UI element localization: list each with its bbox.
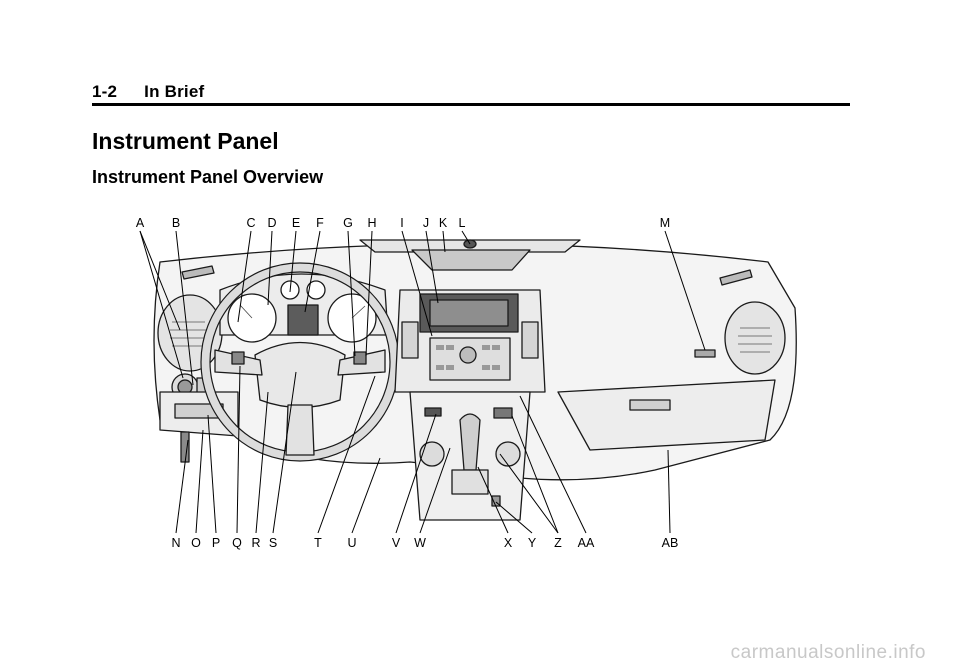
callout-x: X bbox=[504, 536, 513, 550]
callout-z: Z bbox=[554, 536, 562, 550]
subsection-title: Instrument Panel Overview bbox=[92, 167, 324, 187]
traction-switch bbox=[493, 407, 513, 419]
callout-g: G bbox=[343, 216, 353, 230]
callout-l: L bbox=[459, 216, 466, 230]
callout-r: R bbox=[251, 536, 260, 550]
left-wheel-controls bbox=[231, 351, 245, 365]
callout-leader-lines bbox=[139, 230, 706, 534]
callout-v: V bbox=[392, 536, 401, 550]
callout-o: O bbox=[191, 536, 201, 550]
steering-wheel bbox=[200, 262, 400, 462]
callout-y: Y bbox=[528, 536, 537, 550]
glove-box-handle bbox=[629, 399, 671, 411]
driver-info-center bbox=[287, 304, 319, 336]
steering-wheel-hub bbox=[254, 341, 346, 409]
callout-e: E bbox=[292, 216, 300, 230]
right-climate-knob bbox=[495, 441, 521, 467]
callout-m: M bbox=[660, 216, 670, 230]
shift-lever bbox=[459, 413, 481, 471]
callout-h: H bbox=[367, 216, 376, 230]
callout-i: I bbox=[400, 216, 403, 230]
callout-t: T bbox=[314, 536, 322, 550]
watermark: carmanualsonline.info bbox=[730, 642, 926, 663]
left-defrost-slot bbox=[181, 265, 215, 280]
center-left-vent bbox=[401, 321, 419, 359]
page-number: 1-2 bbox=[92, 82, 118, 101]
callout-d: D bbox=[267, 216, 276, 230]
airbag-status-indicator bbox=[694, 349, 716, 358]
right-defrost-slot bbox=[719, 269, 753, 286]
callout-letters-bottom: N O P Q R S T U V W X Y Z AA AB bbox=[171, 536, 678, 550]
center-right-vent bbox=[521, 321, 539, 359]
left-climate-knob bbox=[419, 441, 445, 467]
callout-u: U bbox=[347, 536, 356, 550]
callout-s: S bbox=[269, 536, 277, 550]
right-wheel-controls bbox=[353, 351, 367, 365]
callout-f: F bbox=[316, 216, 324, 230]
callout-q: Q bbox=[232, 536, 242, 550]
callout-j: J bbox=[423, 216, 429, 230]
callout-aa: AA bbox=[578, 536, 595, 550]
callout-c: C bbox=[246, 216, 255, 230]
section-title: Instrument Panel bbox=[92, 128, 279, 154]
callout-w: W bbox=[414, 536, 426, 550]
callout-k: K bbox=[439, 216, 448, 230]
chapter-title: In Brief bbox=[144, 82, 205, 101]
callout-p: P bbox=[212, 536, 220, 550]
callout-letters-top: A B C D E F G H I J K L M bbox=[136, 216, 670, 230]
callout-n: N bbox=[171, 536, 180, 550]
right-air-vent bbox=[724, 301, 786, 375]
callout-ab: AB bbox=[662, 536, 679, 550]
callout-a: A bbox=[136, 216, 145, 230]
running-head: 1-2 In Brief bbox=[92, 82, 204, 102]
hazard-switch bbox=[424, 407, 442, 417]
center-top-vent bbox=[411, 249, 531, 271]
glove-box bbox=[557, 379, 776, 451]
callout-b: B bbox=[172, 216, 180, 230]
header-rule bbox=[92, 103, 850, 106]
hood-release bbox=[180, 431, 190, 463]
